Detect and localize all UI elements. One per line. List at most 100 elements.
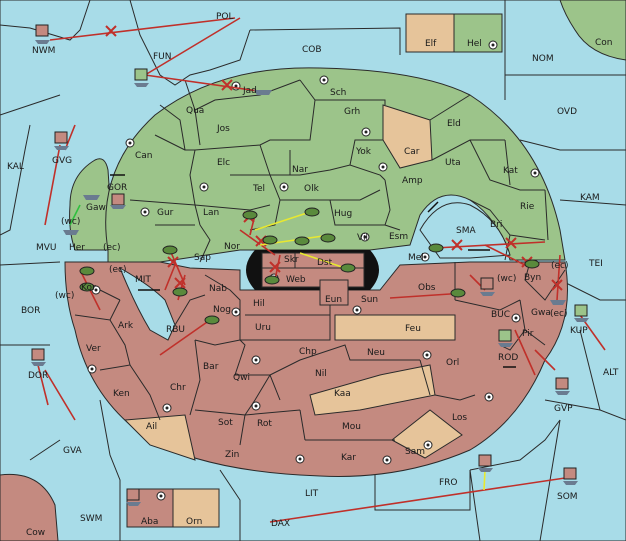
label-sma: SMA	[456, 226, 476, 236]
fleet-icon[interactable]	[555, 377, 570, 395]
label-sap: Sap	[194, 253, 211, 263]
label-pir: Pir	[522, 329, 534, 339]
army-icon[interactable]	[450, 288, 466, 298]
label-skr: Skr	[284, 255, 299, 265]
army-icon[interactable]	[524, 259, 540, 269]
army-icon[interactable]	[294, 236, 310, 246]
label-wc1: (wc)	[61, 217, 80, 227]
fleet-icon[interactable]	[134, 68, 149, 87]
army-icon[interactable]	[428, 243, 444, 253]
label-sot: Sot	[218, 418, 233, 428]
fleet-icon[interactable]	[550, 300, 566, 305]
label-ark: Ark	[118, 321, 134, 331]
label-kat: Kat	[503, 166, 518, 176]
label-chr: Chr	[170, 383, 186, 393]
fleet-icon[interactable]	[83, 195, 100, 200]
fleet-icon[interactable]	[254, 90, 272, 95]
label-ovd: OVD	[557, 107, 577, 117]
label-orl: Orl	[446, 358, 459, 368]
army-icon[interactable]	[264, 275, 280, 285]
fleet-icon[interactable]	[126, 488, 141, 506]
label-sam: Sam	[405, 447, 425, 457]
label-lit: LIT	[305, 489, 319, 499]
army-icon[interactable]	[242, 210, 258, 220]
label-nil: Nil	[315, 369, 327, 379]
region-ail[interactable]	[123, 414, 196, 461]
label-alt: ALT	[603, 368, 619, 378]
label-eld: Eld	[447, 119, 461, 129]
label-olk: Olk	[304, 184, 320, 194]
label-nom: NOM	[532, 54, 554, 64]
label-grh: Grh	[344, 107, 360, 117]
label-nor: Nor	[224, 242, 240, 252]
region-con[interactable]	[559, 0, 626, 61]
label-jos: Jos	[216, 124, 230, 134]
label-orn: Orn	[186, 517, 202, 527]
army-icon[interactable]	[172, 287, 188, 297]
label-cow: Cow	[26, 528, 45, 538]
label-wc2: (wc)	[497, 274, 516, 284]
fleet-icon[interactable]	[63, 230, 79, 235]
army-icon[interactable]	[79, 282, 95, 292]
army-icon[interactable]	[304, 207, 320, 217]
fleet-icon[interactable]	[54, 131, 69, 150]
fleet-icon[interactable]	[563, 467, 578, 485]
label-nog: Nog	[213, 305, 231, 315]
label-jad: Jad	[242, 86, 257, 96]
label-hel: Hel	[467, 39, 482, 49]
fleet-icon[interactable]	[31, 348, 46, 366]
fleet-icon[interactable]	[478, 454, 493, 472]
label-buc: BUC	[491, 310, 510, 320]
label-aba: Aba	[141, 517, 158, 527]
region-orn[interactable]	[172, 488, 220, 528]
label-bri: Bri	[490, 220, 502, 230]
fleet-icon[interactable]	[574, 304, 589, 322]
region-sam[interactable]	[391, 409, 463, 459]
army-icon[interactable]	[262, 235, 278, 245]
region-cow[interactable]	[0, 473, 59, 541]
sea-sma	[419, 202, 511, 259]
region-labels: NWM POL COB NOM Con Elf Hel FUN Jad Sch …	[7, 12, 619, 538]
label-mou: Mou	[342, 422, 361, 432]
label-hug: Hug	[334, 209, 352, 219]
fleet-icon[interactable]	[35, 24, 50, 44]
label-kor: Kor	[81, 283, 96, 293]
label-nar: Nar	[292, 165, 308, 175]
label-ec4: (ec)	[550, 309, 568, 319]
army-icon[interactable]	[79, 266, 95, 276]
label-elc: Elc	[217, 158, 230, 168]
label-rie: Rie	[520, 202, 535, 212]
label-amp: Amp	[402, 176, 423, 186]
region-eun[interactable]	[319, 279, 349, 306]
label-nab: Nab	[209, 284, 227, 294]
fleet-icon[interactable]	[110, 193, 126, 209]
label-gor: GOR	[107, 183, 127, 193]
label-can: Can	[135, 151, 153, 161]
region-feu[interactable]	[334, 314, 456, 341]
fleet-icon[interactable]	[480, 277, 495, 296]
label-tei: TEI	[588, 259, 603, 269]
label-kup: KUP	[570, 326, 588, 336]
label-wc3: (wc)	[55, 291, 74, 301]
label-gvp: GVP	[554, 404, 573, 414]
army-icon[interactable]	[340, 263, 356, 273]
label-tel: Tel	[252, 184, 265, 194]
label-dax: DAX	[271, 519, 290, 529]
label-her: Her	[69, 243, 85, 253]
label-gaw: Gaw	[86, 203, 106, 213]
label-gur: Gur	[157, 208, 174, 218]
label-gva: GVA	[63, 446, 83, 456]
label-som: SOM	[557, 492, 578, 502]
label-fun: FUN	[153, 52, 172, 62]
label-neu: Neu	[367, 348, 385, 358]
army-icon[interactable]	[162, 245, 178, 255]
label-ec3: (ec)	[551, 261, 569, 271]
label-obs: Obs	[418, 283, 436, 293]
region-car[interactable]	[382, 104, 433, 169]
army-icon[interactable]	[320, 233, 336, 243]
army-icon[interactable]	[204, 315, 220, 325]
fleet-icon[interactable]	[498, 329, 513, 347]
label-con: Con	[595, 38, 613, 48]
units	[31, 24, 589, 506]
